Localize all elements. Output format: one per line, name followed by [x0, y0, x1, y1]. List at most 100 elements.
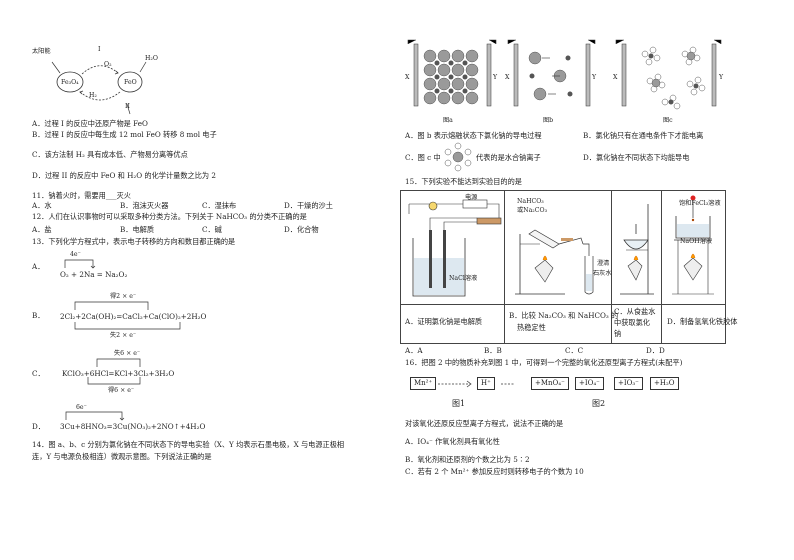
cycle-o2-label: O₂	[104, 61, 112, 68]
q11-stem: 11．钠着火时，需要用___灭火	[32, 191, 131, 200]
q15-apparatus-a	[408, 199, 502, 297]
fig-b-x: X	[505, 74, 510, 81]
q13-d-transfer: 6e⁻	[76, 404, 87, 411]
q11-option-a: A．水	[32, 201, 52, 210]
q15-col-divider-3	[661, 191, 662, 343]
cycle-fe3o4-label: Fe₃O₄	[61, 79, 79, 86]
q12-option-b: B．电解质	[120, 225, 155, 234]
q10-option-b: B．过程 I 的反应中每生成 12 mol FeO 转移 8 mol 电子	[32, 130, 217, 139]
q15-cell-a: A．证明氯化钠是电解质	[405, 317, 483, 326]
q13-c-lose: 失6 × e⁻	[114, 350, 141, 357]
cycle-sun-label: 太阳能	[32, 48, 51, 55]
fig-c-y: Y	[719, 74, 724, 81]
cycle-h2o-label: H₂O	[145, 55, 158, 62]
fig-a-y: Y	[493, 74, 498, 81]
q12-option-c: C．碱	[202, 225, 222, 234]
q15-nahco3-label: NaHCO₃	[517, 198, 544, 205]
q15-apparatus-c	[620, 204, 654, 295]
q12-stem: 12．人们在认识事物时可以采取多种分类方法。下列关于 NaHCO₃ 的分类不正确…	[32, 212, 307, 221]
q16-option-c: C．若有 2 个 Mn²⁺ 参加反应时则转移电子的个数为 10	[405, 467, 584, 476]
q15-option-c: C．C	[565, 346, 584, 355]
q13-c-arrows	[87, 358, 141, 385]
q15-cell-c-line2: 中获取氯化	[614, 318, 650, 327]
q16-option-a: A．IO₄⁻ 作氧化剂具有氧化性	[405, 437, 500, 446]
q10-option-c: C．该方法制 H₂ 具有成本低、产物易分离等优点	[32, 150, 188, 159]
q11-option-d: D．干燥的沙土	[284, 201, 333, 210]
fig-c-caption: 图c	[663, 117, 673, 124]
q16-stem: 16．把图 2 中的物质补充到图 1 中，可得到一个完整的氧化还原型离子方程式(…	[405, 358, 683, 367]
q13-a-arrow	[64, 259, 96, 269]
q15-apparatus-b	[515, 229, 594, 295]
q14-stem-line1: 14．图 a、b、c 分别为氯化钠在不同状态下的导电实验（X、Y 均表示石墨电极…	[32, 440, 345, 449]
q13-b-equation: 2Cl₂+2Ca(OH)₂=CaCl₂+Ca(ClO)₂+2H₂O	[60, 312, 207, 321]
q16-lead: 对该氧化还原反应型离子方程式，说法不正确的是	[405, 419, 564, 428]
q15-cell-b-line1: B．比较 Na₂CO₃ 和 NaHCO₃ 的	[509, 311, 619, 320]
q13-d-label: D．	[32, 422, 45, 431]
q15-cell-d: D．制备氢氧化铁胶体	[667, 317, 738, 326]
nacl-conduction-figure	[407, 39, 722, 110]
fig-b-caption: 图b	[543, 117, 554, 124]
q15-cell-c-line3: 钠	[614, 329, 622, 338]
q12-option-a: A．盐	[32, 225, 52, 234]
q11-option-c: C．湿抹布	[202, 201, 237, 210]
fig-a-x: X	[405, 74, 410, 81]
q14-stem-line2: 连，Y 与电源负极相连）微观示意图。下列说法正确的是	[32, 452, 212, 461]
q13-a-transfer: 4e⁻	[70, 251, 81, 258]
q16-fig1-arrow-tail	[501, 383, 515, 385]
q15-limewater-label-1: 澄清	[597, 260, 610, 267]
q15-experiment-table: 电源 NaCl溶液 NaHCO₃ 或Na₂CO₃ 澄清 石灰水 饱	[400, 190, 737, 344]
q13-b-lose: 失2 × e⁻	[110, 332, 137, 339]
q16-fig1-mn: Mn²⁺	[410, 377, 437, 390]
q16-fig2-io4: +IO₄⁻	[575, 377, 604, 390]
cycle-feo-label: FeO	[124, 79, 137, 86]
q15-cell-b-line2: 热稳定性	[517, 323, 546, 332]
q13-stem: 13．下列化学方程式中，表示电子转移的方向和数目都正确的是	[32, 237, 236, 246]
q15-power-label: 电源	[465, 194, 478, 201]
q15-apparatus-d	[672, 195, 714, 295]
q13-a-label: A．	[32, 262, 45, 271]
cycle-step1-label: I	[98, 46, 101, 53]
q13-b-label: B．	[32, 311, 45, 320]
q13-c-equation: KClO₃+6HCl=KCl+3Cl₂+3H₂O	[62, 369, 175, 378]
q16-fig2-io3: +IO₃⁻	[614, 377, 643, 390]
q15-na2co3-label: 或Na₂CO₃	[517, 207, 548, 214]
q16-fig2-mno4: +MnO₄⁻	[531, 377, 569, 390]
q15-row-divider	[401, 304, 725, 305]
q16-fig2-caption: 图2	[592, 399, 606, 408]
cycle-h2-label: H₂	[89, 92, 97, 99]
q10-option-d: D．过程 II 的反应中 FeO 和 H₂O 的化学计量数之比为 2	[32, 171, 216, 180]
q15-naoh-label: NaOH溶液	[680, 238, 712, 245]
q12-option-d: D．化合物	[284, 225, 319, 234]
q11-option-b: B．泡沫灭火器	[120, 201, 169, 210]
q15-option-d: D．D	[646, 346, 665, 355]
q15-fecl3-label: 饱和FeCl₃溶液	[679, 200, 721, 207]
q15-col-divider-2	[611, 191, 612, 343]
q14-option-c-post: 代表的是水合钠离子	[476, 153, 541, 162]
q15-stem: 15．下列实验不能达到实验目的的是	[405, 177, 522, 186]
q13-b-arrows	[74, 301, 181, 330]
q13-b-gain: 得2 × e⁻	[110, 293, 137, 300]
fe-cycle-diagram	[51, 61, 147, 115]
fig-b-y: Y	[592, 74, 597, 81]
q16-option-b: B．氧化剂和还原剂的个数之比为 5∶2	[405, 455, 530, 464]
q16-fig2-h2o: +H₂O	[650, 377, 679, 390]
q13-c-label: C．	[32, 369, 45, 378]
q14-option-b: B．氯化钠只有在通电条件下才能电离	[583, 131, 704, 140]
q16-fig1-arrow	[438, 380, 472, 388]
q15-nacl-label: NaCl溶液	[449, 275, 478, 282]
q13-a-equation: O₂ + 2Na = Na₂O₂	[60, 270, 128, 279]
q14-option-c-pre: C．图 c 中	[405, 153, 441, 162]
q15-option-a: A．A	[405, 346, 423, 355]
q15-cell-c-line1: C．从食盐水	[614, 307, 656, 316]
q13-d-equation: 3Cu+8HNO₃=3Cu(NO₃)₂+2NO↑+4H₂O	[60, 422, 206, 431]
q16-fig1-caption: 图1	[452, 399, 466, 408]
q10-option-a: A．过程 I 的反应中还原产物是 FeO	[32, 119, 148, 128]
q15-limewater-label-2: 石灰水	[593, 270, 612, 277]
q14-option-a: A．图 b 表示熔融状态下氯化钠的导电过程	[405, 131, 542, 140]
q16-fig1-h: H⁺	[477, 377, 495, 390]
cycle-step2-label: II	[125, 103, 130, 110]
q13-c-gain: 得6 × e⁻	[108, 387, 135, 394]
q14-option-d: D．氯化钠在不同状态下均能导电	[583, 153, 690, 162]
fig-c-x: X	[613, 74, 618, 81]
